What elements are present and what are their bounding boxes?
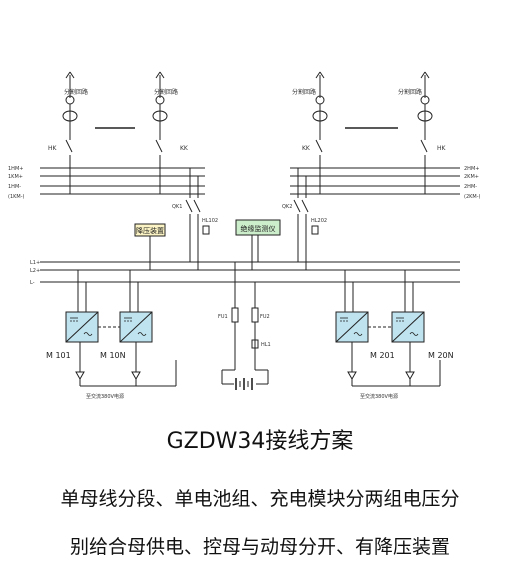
- dc-bus: [40, 261, 460, 283]
- ac-input-right: 至交流380V电源: [360, 393, 398, 400]
- breaker-qk1-label: QK1: [172, 204, 182, 210]
- dc-bus-lminus: L-: [30, 280, 35, 286]
- bus-left-4: (1KM-): [8, 194, 25, 200]
- lamp-hl1-label: HL1: [261, 342, 271, 348]
- breaker-qk1: [185, 168, 210, 270]
- feeder-label-1: 分割回路: [64, 88, 88, 96]
- module-201: [344, 270, 357, 386]
- module-101: [75, 270, 87, 386]
- bus-left-3: 1HM-: [8, 184, 21, 190]
- switch-kk-right: KK: [302, 145, 311, 152]
- module-label-20n: M 20N: [428, 351, 454, 360]
- description-line-1: 单母线分段、单电池组、充电模块分两组电压分: [60, 488, 460, 510]
- feeder-label-4: 分割回路: [398, 88, 422, 96]
- step-down-box: [134, 223, 166, 237]
- module-label-101: M 101: [46, 351, 71, 360]
- dc-bus-l1: L1+: [30, 260, 40, 266]
- feeder-label-3: 分割回路: [292, 88, 316, 96]
- module-label-201: M 201: [370, 351, 395, 360]
- bus-right-1: 2HM+: [464, 166, 479, 172]
- breaker-hl102-label: HL102: [202, 218, 218, 224]
- battery-circuit: [221, 262, 269, 390]
- feeder-4: [417, 71, 433, 194]
- feeder-label-2: 分割回路: [154, 88, 178, 96]
- breaker-hl202-label: HL202: [311, 218, 327, 224]
- bus-right-4: (2KM-): [464, 194, 481, 200]
- feeder-1: [62, 71, 78, 194]
- module-20n: [404, 270, 415, 386]
- insulation-monitor-label: 绝缘监测仪: [241, 224, 276, 233]
- right-bus-group: [290, 167, 460, 195]
- bus-left-1: 1HM+: [8, 166, 23, 172]
- insulation-monitor-box: [235, 219, 281, 236]
- breaker-qk2: [293, 168, 319, 270]
- switch-kk-left: KK: [180, 145, 189, 152]
- breaker-qk2-label: QK2: [282, 204, 292, 210]
- dc-bus-l2: L2+: [30, 268, 40, 274]
- left-bus-group: [40, 167, 205, 195]
- wiring-diagram: 降压装置 绝缘监测仪 分割回路 分割回路 分割回路 分割回路 HK KK KK …: [8, 71, 481, 400]
- description-line-2: 别给合母供电、控母与动母分开、有降压装置: [69, 536, 450, 558]
- ac-input-left: 至交流380V电源: [86, 393, 124, 400]
- step-down-label: 降压装置: [136, 226, 164, 235]
- bus-left-2: 1KM+: [8, 174, 23, 180]
- fuse-fu1-label: FU1: [218, 314, 228, 320]
- diagram-title: GZDW34接线方案: [166, 429, 354, 454]
- module-10n: [129, 270, 141, 386]
- fuse-fu2-label: FU2: [260, 314, 270, 320]
- feeder-3: [312, 71, 328, 194]
- bus-right-2: 2KM+: [464, 174, 479, 180]
- feeder-2: [152, 71, 168, 194]
- module-label-10n: M 10N: [100, 351, 126, 360]
- switch-hk-right: HK: [437, 145, 447, 152]
- switch-hk-left: HK: [48, 145, 58, 152]
- bus-right-3: 2HM-: [464, 184, 477, 190]
